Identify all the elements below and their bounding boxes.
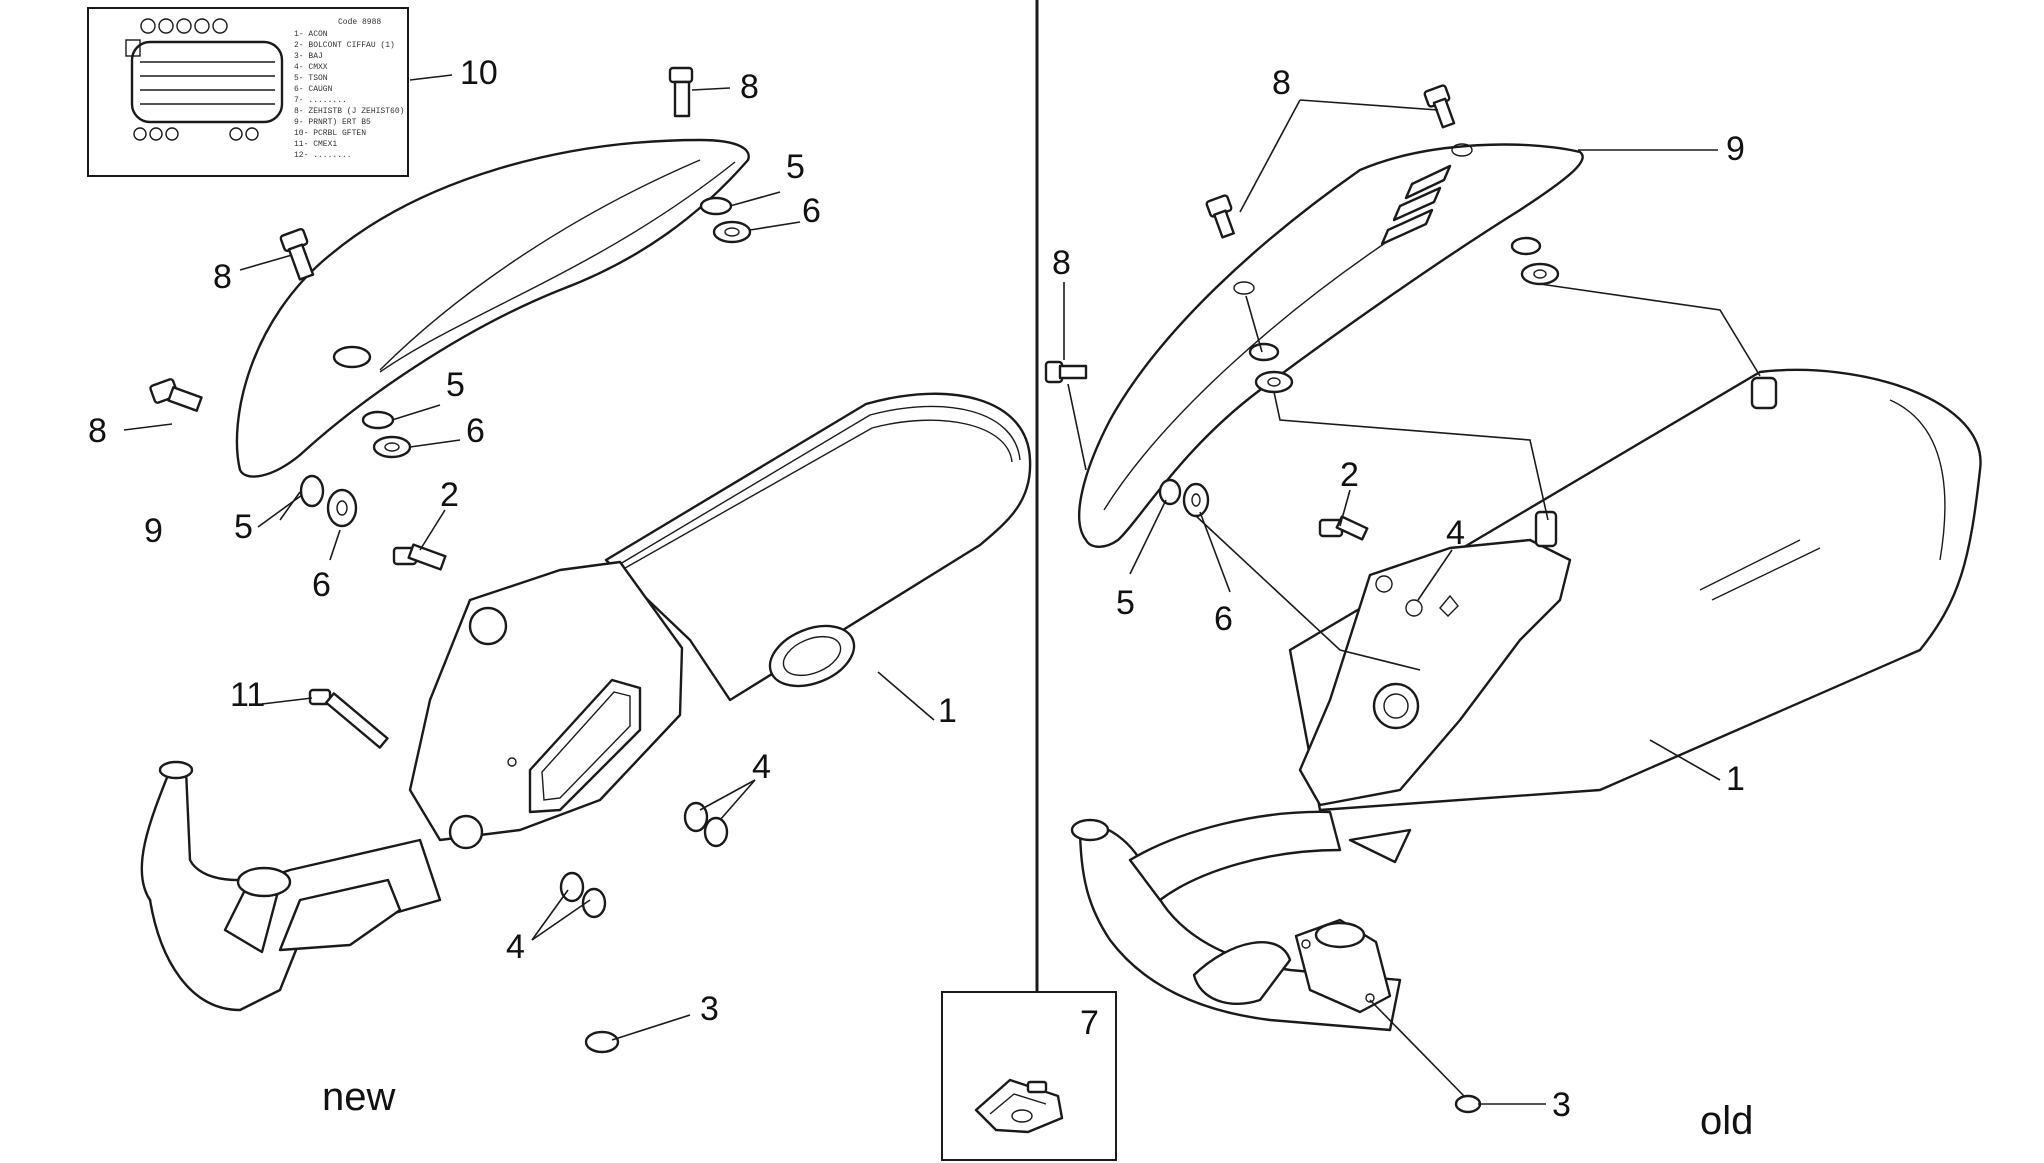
heat-shield-old: [1078, 143, 1584, 548]
label-line: 10- PCRBL GFTEN: [294, 129, 366, 138]
bolt-2-new: [392, 543, 447, 571]
callout-8-low-old: 8: [1052, 244, 1071, 282]
callout-9-old: 9: [1726, 130, 1745, 168]
callout-3-new: 3: [700, 990, 719, 1028]
callout-1-old: 1: [1726, 760, 1745, 798]
label-line: 1- ACON: [294, 30, 328, 39]
bolt-8-mid-new: [279, 228, 315, 281]
callout-6-low-new: 6: [312, 566, 331, 604]
bracket-plate-new: [408, 560, 684, 850]
label-line: 3- BAJ: [294, 52, 323, 61]
label-line: 8- ZEHISTB (J ZEHIST60): [294, 107, 404, 116]
label-line: 2- BOLCONT CIFFAU (1): [294, 41, 395, 50]
exhaust-pipe-old: [1070, 810, 1412, 1032]
leaders-new: [123, 74, 935, 1041]
label-engine-sketch: [125, 18, 284, 141]
callout-8-top-old: 8: [1272, 64, 1291, 102]
bolt-8-low-old: [1044, 360, 1088, 384]
callout-9-new: 9: [144, 512, 163, 550]
label-sticker: Code 8988 1- ACON 2- BOLCONT CIFFAU (1) 3-…: [87, 7, 409, 177]
callout-6-mid-new: 6: [466, 412, 485, 450]
exhaust-pipe-new: [140, 760, 442, 1012]
label-line: 9- PRNRT) ERT B5: [294, 118, 371, 127]
callout-4-upper-new: 4: [752, 748, 771, 786]
silencer-new: [603, 392, 1032, 702]
callout-3-old: 3: [1552, 1086, 1571, 1124]
bolt-8-top-old: [1423, 84, 1456, 129]
callout-11-new: 11: [230, 676, 265, 714]
callout-6-top-new: 6: [802, 192, 821, 230]
callout-10-new: 10: [460, 54, 498, 92]
label-line: 6- CAUGN: [294, 85, 333, 94]
callout-8-low-new: 8: [88, 412, 107, 450]
callout-8-top-new: 8: [740, 68, 759, 106]
bolt-2-old: [1318, 515, 1369, 541]
label-header: Code 8988: [338, 18, 381, 27]
label-line: 11- CMEX1: [294, 140, 337, 149]
clip-box: [941, 991, 1117, 1161]
label-line: 12- ........: [294, 151, 352, 160]
callout-5-mid-new: 5: [446, 366, 465, 404]
bolt-8-mid-old: [1205, 194, 1235, 239]
washers-new: [299, 196, 752, 1054]
callout-4-lower-new: 4: [506, 928, 525, 966]
callout-8-mid-new: 8: [213, 258, 232, 296]
label-line: 4- CMXX: [294, 63, 328, 72]
variant-label-old: old: [1700, 1099, 1753, 1143]
callout-6-old: 6: [1214, 600, 1233, 638]
bolt-8-top-new: [668, 66, 694, 118]
variant-label-new: new: [322, 1075, 395, 1119]
leaders-old: [1063, 99, 1761, 1105]
callout-4-old: 4: [1446, 514, 1465, 552]
callout-5-old: 5: [1116, 584, 1135, 622]
callout-1-new: 1: [938, 692, 957, 730]
heat-shield-new: [235, 138, 750, 478]
bolt-11-new: [308, 688, 389, 749]
label-line: 7- ........: [294, 96, 347, 105]
callout-2-new: 2: [440, 476, 459, 514]
callout-5-top-new: 5: [786, 148, 805, 186]
washers-old: [1158, 236, 1560, 1114]
callout-5-low-new: 5: [234, 508, 253, 546]
bolt-8-low-new: [149, 378, 203, 412]
callout-2-old: 2: [1340, 456, 1359, 494]
label-line: 5- TSON: [294, 74, 328, 83]
callout-7-clip: 7: [1080, 1004, 1099, 1042]
